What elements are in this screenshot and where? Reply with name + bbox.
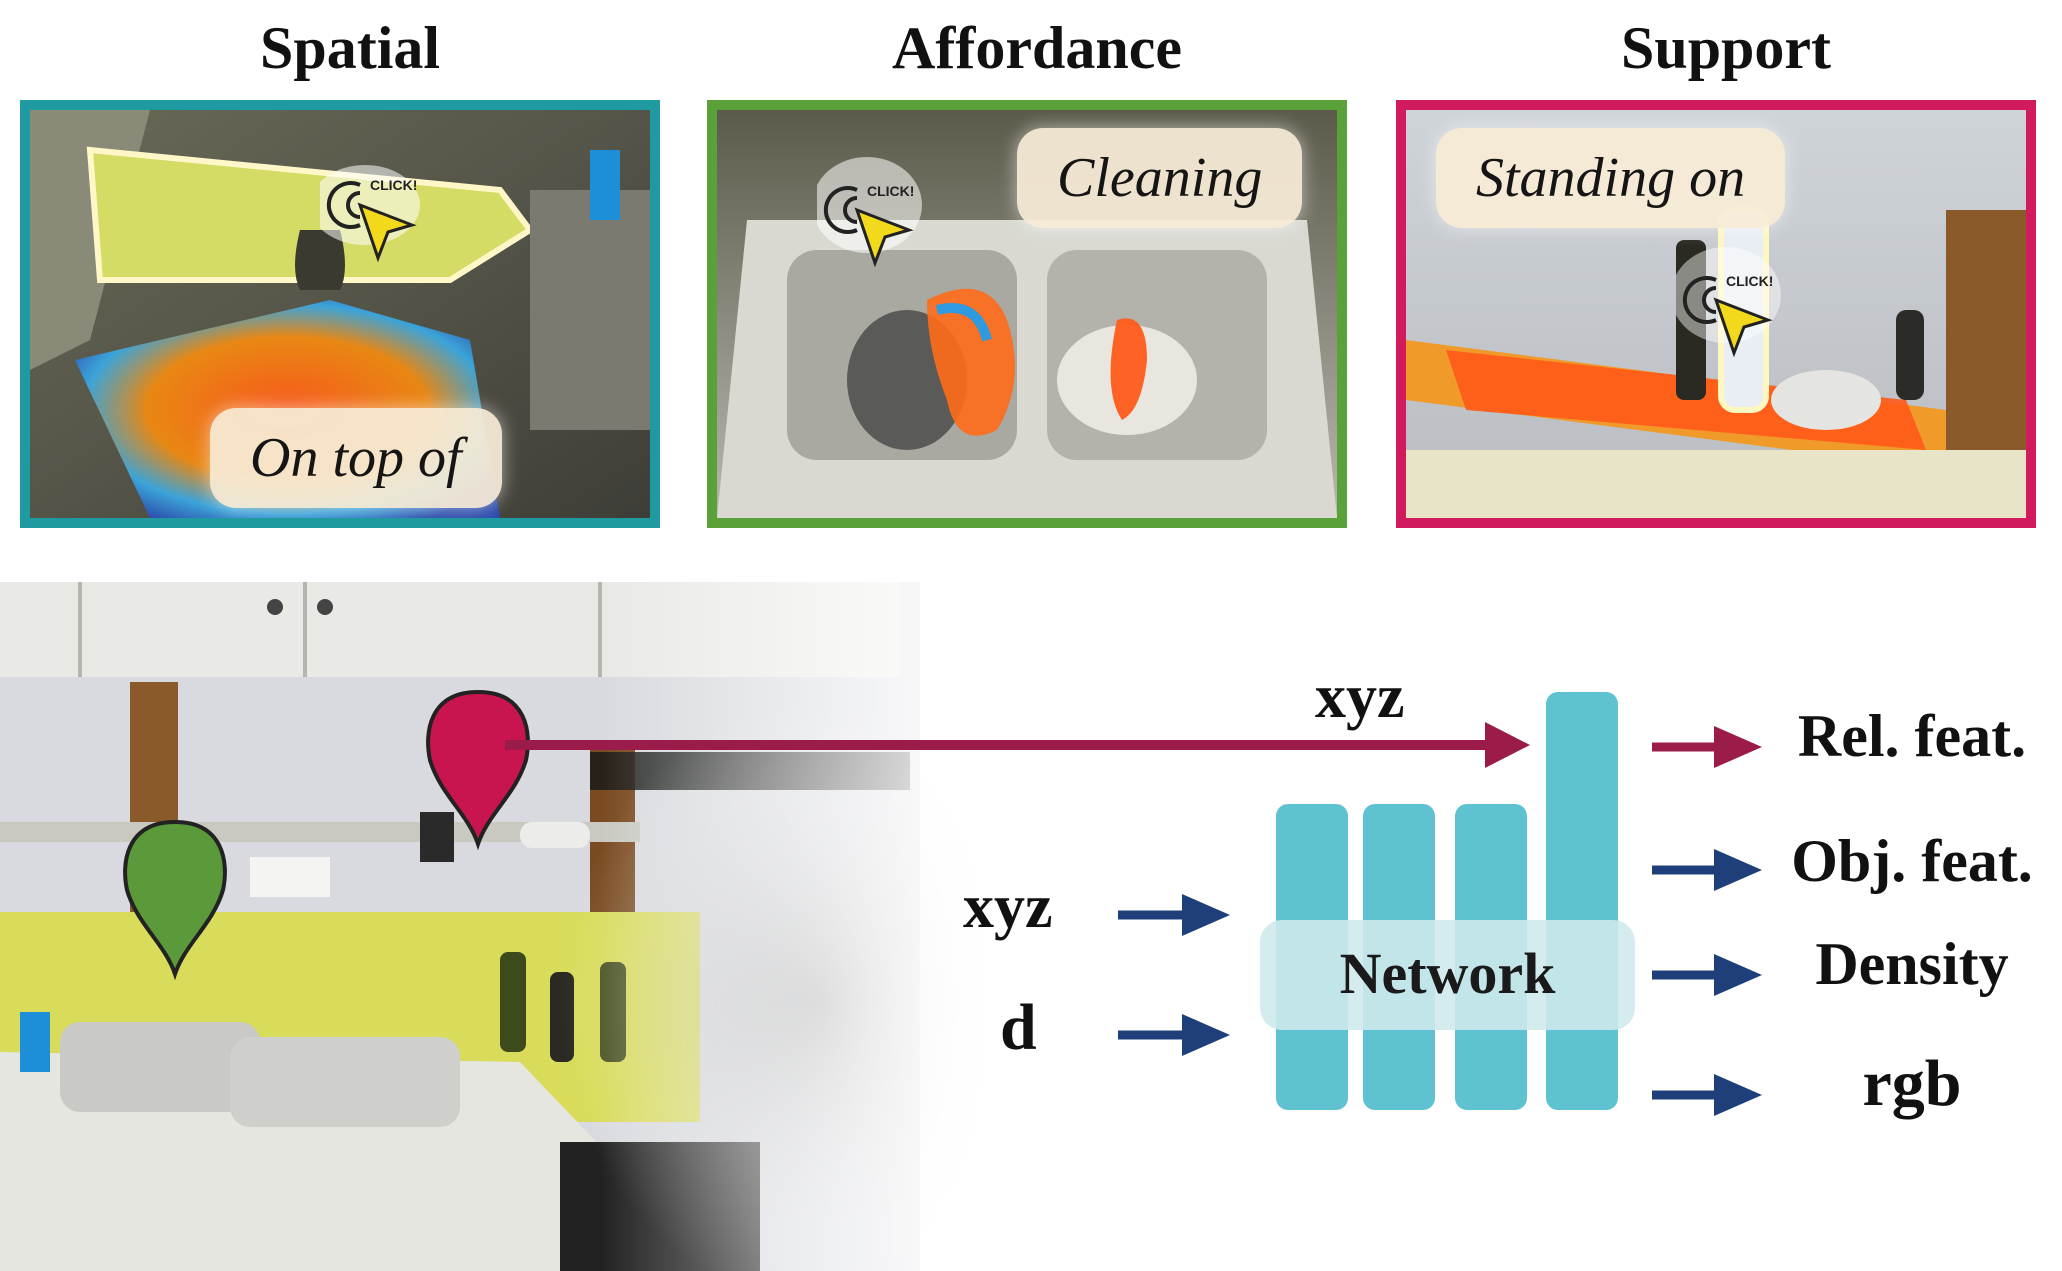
output-arrow-rel-feat (1652, 726, 1762, 768)
output-arrow-rgb (1652, 1074, 1762, 1116)
relation-arrow (505, 722, 1530, 768)
panel-title-affordance: Affordance (892, 15, 1182, 81)
output-arrow-obj-feat (1652, 849, 1762, 891)
top-input-label: xyz (1315, 663, 1405, 731)
input-label-d: d (1000, 991, 1037, 1064)
support-panel: CLICK! Standing on (1396, 100, 2036, 528)
heatmap-sponge (927, 288, 1015, 436)
counter-highlight (86, 146, 535, 283)
network-diagram: xyz xyz d Network Rel. feat. Obj. feat. … (0, 582, 2062, 1271)
caption-standing-on: Standing on (1436, 128, 1786, 228)
caption-cleaning: Cleaning (1017, 128, 1303, 228)
input-arrow-xyz (1118, 894, 1230, 936)
affordance-panel: CLICK! Cleaning (707, 100, 1347, 528)
heatmap-brush (1110, 318, 1147, 420)
output-label-obj-feat: Obj. feat. (1791, 828, 2033, 894)
network-label-box (1260, 920, 1635, 1030)
output-arrow-density (1652, 954, 1762, 996)
caption-on-top-of: On top of (210, 408, 502, 508)
panel-title-spatial: Spatial (259, 15, 441, 81)
network-label: Network (1339, 941, 1556, 1006)
red-location-pin-icon (426, 689, 530, 851)
input-arrow-d (1118, 1014, 1230, 1056)
svg-text:CLICK!: CLICK! (370, 177, 417, 193)
green-location-pin-icon (123, 819, 227, 981)
click-cursor-icon: CLICK! (320, 165, 420, 263)
kitchen-background (0, 582, 2062, 1271)
svg-text:CLICK!: CLICK! (1726, 273, 1773, 289)
spatial-panel: CLICK! On top of (20, 100, 660, 528)
network-output-bar (1546, 692, 1618, 1110)
panel-title-support: Support (1620, 15, 1832, 81)
click-cursor-icon: CLICK! (1676, 247, 1781, 358)
output-label-rel-feat: Rel. feat. (1797, 703, 2027, 769)
output-label-density: Density (1815, 931, 2009, 997)
svg-text:CLICK!: CLICK! (867, 183, 914, 199)
input-label-xyz: xyz (963, 873, 1053, 941)
output-label-rgb: rgb (1862, 1047, 1962, 1120)
click-cursor-icon: CLICK! (817, 157, 922, 268)
